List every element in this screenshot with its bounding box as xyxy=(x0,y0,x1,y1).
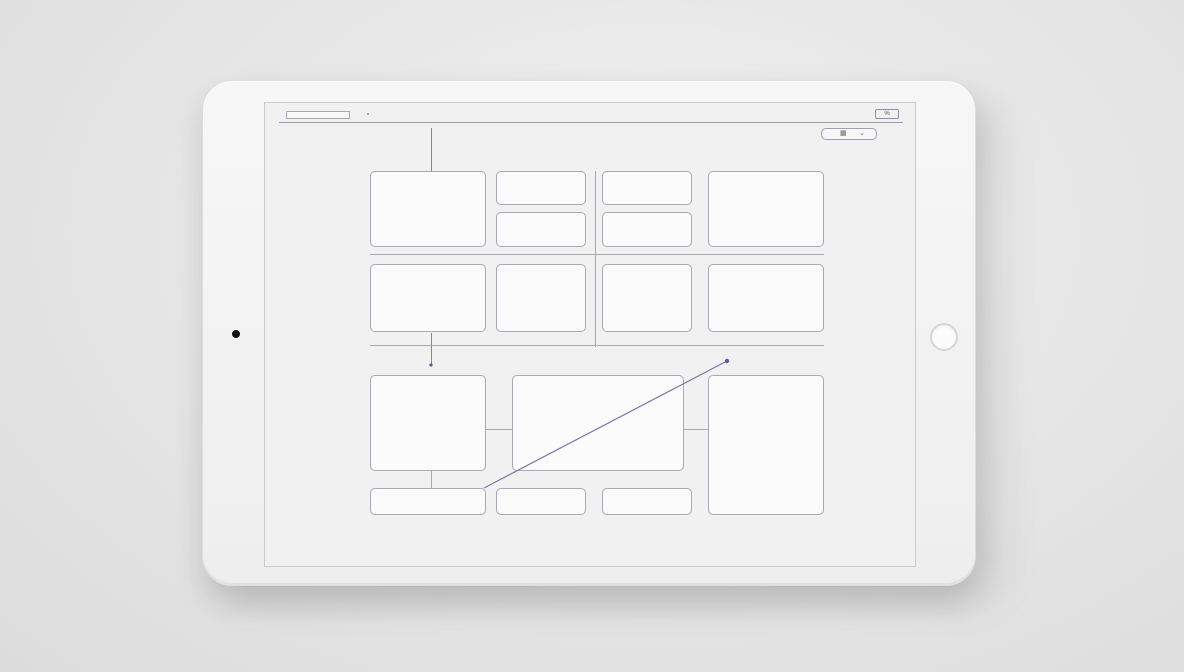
wireframe-card-r1-c3-top[interactable] xyxy=(602,171,692,205)
wireframe-card-r4-c2[interactable] xyxy=(496,488,586,515)
connector-r3-left xyxy=(486,429,512,430)
chevron-down-icon: ⌄ xyxy=(859,130,865,137)
wireframe-card-r1-c2-top[interactable] xyxy=(496,171,586,205)
wireframe-card-r1-c2-bottom[interactable] xyxy=(496,212,586,247)
row-separator-1 xyxy=(370,254,824,255)
connector-vertical-left xyxy=(431,471,432,488)
camera-dot xyxy=(232,330,240,338)
guide-line-middle xyxy=(431,333,432,364)
wireframe-card-r1-c1[interactable] xyxy=(370,171,486,247)
wireframe-card-r3-c1[interactable] xyxy=(370,375,486,471)
wireframe-card-r1-c3-bottom[interactable] xyxy=(602,212,692,247)
wireframe-card-r3-c3[interactable] xyxy=(708,375,824,515)
column-separator-1 xyxy=(595,171,596,347)
corner-button[interactable]: % xyxy=(875,109,899,119)
wireframe-card-r3-c2[interactable] xyxy=(512,375,684,471)
status-dot xyxy=(367,113,369,115)
search-input[interactable] xyxy=(286,111,350,119)
wireframe-card-r4-c1[interactable] xyxy=(370,488,486,515)
home-button[interactable] xyxy=(930,323,958,351)
wireframe-card-r4-c3[interactable] xyxy=(602,488,692,515)
top-bar: % xyxy=(265,103,915,123)
wireframe-card-r2-c2[interactable] xyxy=(496,264,586,332)
row-separator-2 xyxy=(370,345,824,346)
wireframe-card-r1-c4[interactable] xyxy=(708,171,824,247)
wireframe-card-r2-c1[interactable] xyxy=(370,264,486,332)
top-divider xyxy=(279,122,903,123)
guide-line-top xyxy=(431,128,432,171)
tablet-device: % ▦ ⌄ xyxy=(202,80,976,586)
connector-r3-right xyxy=(684,429,708,430)
tablet-screen: % ▦ ⌄ xyxy=(264,102,916,567)
grid-icon: ▦ xyxy=(840,130,847,137)
wireframe-card-r2-c4[interactable] xyxy=(708,264,824,332)
wireframe-card-r2-c3[interactable] xyxy=(602,264,692,332)
toolbar-pill[interactable]: ▦ ⌄ xyxy=(821,128,877,140)
